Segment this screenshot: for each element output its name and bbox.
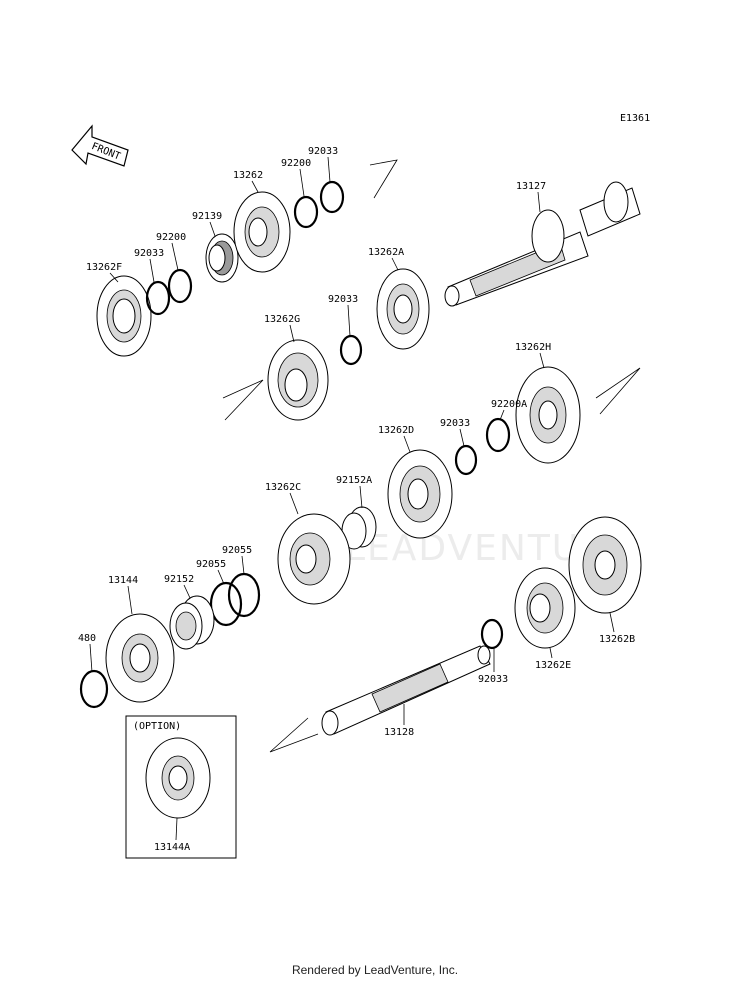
gear-13262b (568, 516, 642, 614)
gear-13262h (515, 366, 581, 464)
part-label: 92055 (222, 545, 252, 556)
gear-13262d (387, 449, 453, 539)
sprocket-13144 (105, 613, 175, 703)
part-label: 92152 (164, 574, 194, 585)
ring-92200a (485, 417, 511, 453)
part-label: 480 (78, 633, 96, 644)
part-label: 13262G (264, 314, 300, 325)
gear-13262c (277, 513, 351, 605)
part-label: 13262B (599, 634, 635, 645)
ring-92033-b (319, 180, 345, 214)
ring-92033-e (480, 618, 504, 650)
part-label: 92033 (478, 674, 508, 685)
axis-line (269, 717, 319, 753)
part-label: 92139 (192, 211, 222, 222)
footer-credit: Rendered by LeadVenture, Inc. (291, 963, 459, 977)
part-label: 13262H (515, 342, 551, 353)
part-label: 13262F (86, 262, 122, 273)
part-label: 92033 (134, 248, 164, 259)
gear-13262f (96, 275, 152, 357)
part-label: 92033 (440, 418, 470, 429)
gear-13262e (514, 567, 576, 649)
option-label: (OPTION) (133, 721, 181, 732)
mainshaft-13128 (321, 645, 491, 736)
bushing-92152a (341, 506, 377, 550)
part-label: 92200A (491, 399, 527, 410)
ring-92200-b (293, 195, 319, 229)
sprocket-13144a (145, 737, 211, 819)
diagram-code: E1361 (620, 113, 650, 124)
part-label: 13262E (535, 660, 571, 671)
part-label: 13128 (384, 727, 414, 738)
part-label: 92152A (336, 475, 372, 486)
ring-92200-a (167, 268, 193, 304)
gear-13262 (233, 191, 291, 273)
part-label: 92200 (156, 232, 186, 243)
front-arrow-icon: FRONT (71, 124, 129, 167)
part-label: 92033 (308, 146, 338, 157)
labels: 13262F 92033 92200 92139 13262 92200 920… (78, 146, 635, 853)
axis-line (369, 159, 398, 199)
part-label: 13262A (368, 247, 404, 258)
ring-92033-a (145, 280, 171, 316)
ring-92033-d (454, 444, 478, 476)
part-label: 13144 (108, 575, 138, 586)
bearing-92139 (205, 233, 239, 283)
part-label: 13262 (233, 170, 263, 181)
part-label: 92033 (328, 294, 358, 305)
part-label: 13262D (378, 425, 414, 436)
axis-line (222, 379, 264, 421)
ring-92055-b (209, 581, 243, 627)
part-label: 13262C (265, 482, 301, 493)
countershaft-13127 (444, 181, 641, 307)
gear-13262g (267, 339, 329, 421)
ring-92033-c (339, 334, 363, 366)
axis-line (595, 367, 641, 415)
gear-13262a (376, 268, 430, 350)
option-box (125, 715, 237, 859)
part-label: 92200 (281, 158, 311, 169)
part-label: 13144A (154, 842, 190, 853)
part-label: 92055 (196, 559, 226, 570)
ring-92055-a (227, 572, 261, 618)
part-label: 13127 (516, 181, 546, 192)
bearing-92152 (169, 595, 215, 650)
circlip-480 (79, 669, 109, 709)
